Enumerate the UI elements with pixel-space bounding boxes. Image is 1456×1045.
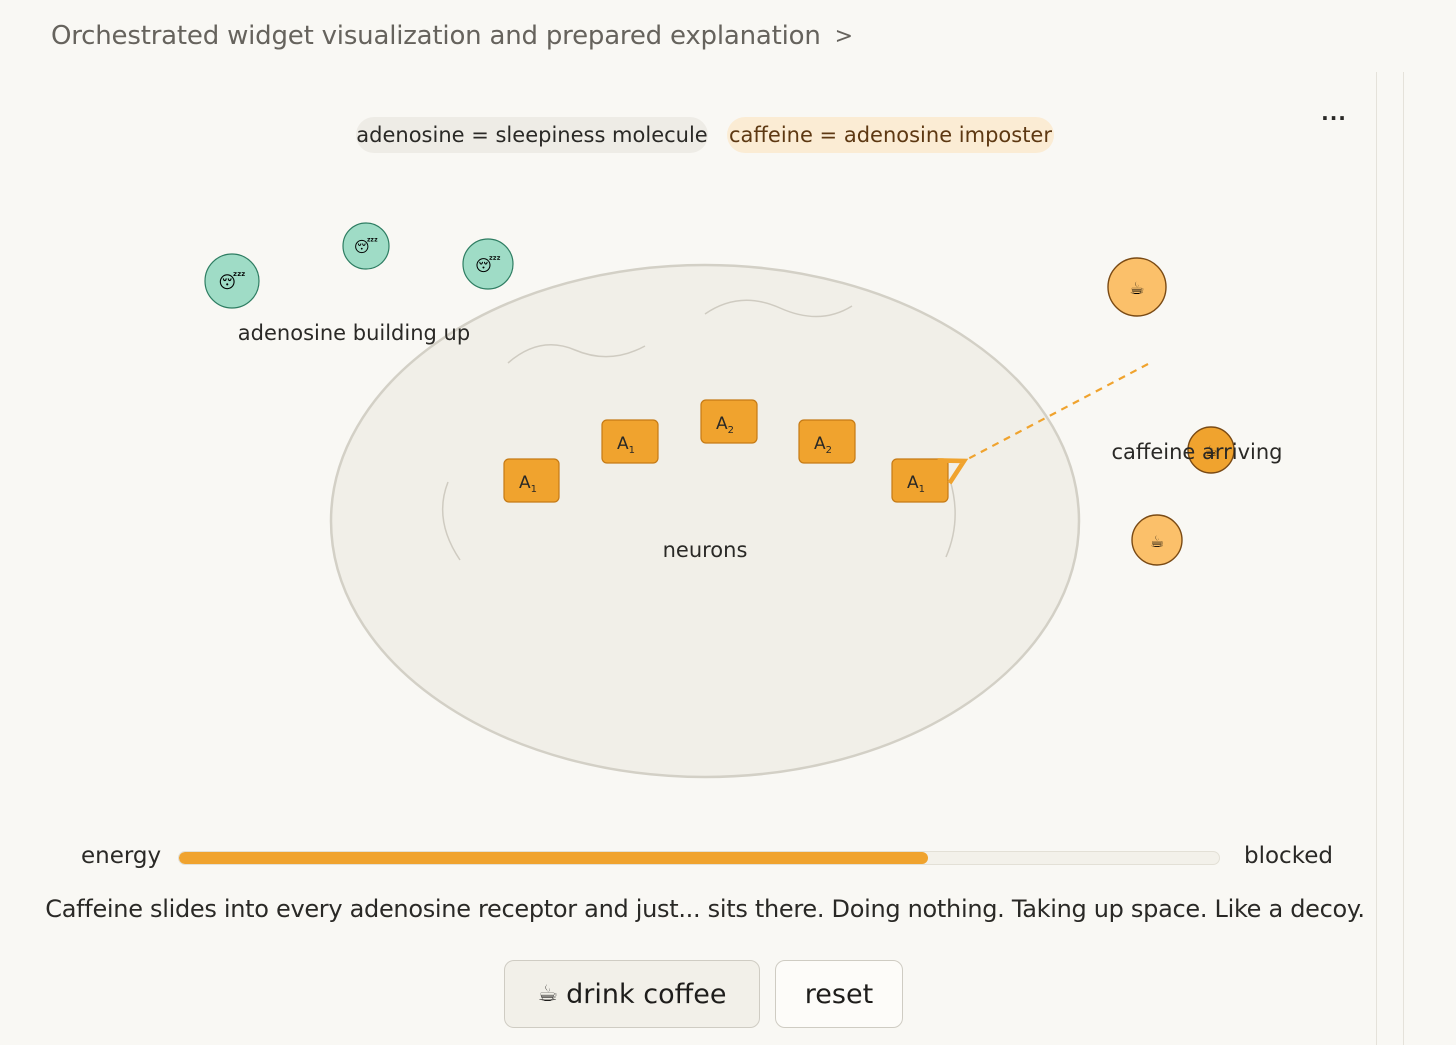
drink-coffee-label: drink coffee bbox=[566, 978, 727, 1010]
svg-text:A2: A2 bbox=[814, 434, 832, 456]
cell-texture bbox=[945, 479, 956, 558]
svg-text:A1: A1 bbox=[907, 473, 925, 495]
receptor: A1 bbox=[601, 419, 659, 464]
coffee-cup-icon: ☕ bbox=[1150, 532, 1164, 551]
neuron-label: neurons bbox=[663, 538, 748, 562]
receptor: A2 bbox=[798, 419, 856, 464]
binding-arrow bbox=[937, 363, 1149, 485]
scrollbar-track[interactable] bbox=[1403, 72, 1404, 1045]
panel-divider bbox=[1376, 72, 1377, 1045]
drink-coffee-button[interactable]: ☕ drink coffee bbox=[504, 960, 760, 1028]
cell-texture bbox=[441, 481, 461, 561]
adenosine-molecule: 😴 bbox=[204, 253, 260, 309]
explanation-caption: Caffeine slides into every adenosine rec… bbox=[45, 895, 1365, 923]
coffee-cup-icon: ☕ bbox=[1129, 279, 1144, 299]
more-options-icon[interactable]: ... bbox=[1321, 101, 1347, 125]
svg-text:A1: A1 bbox=[519, 473, 537, 495]
svg-text:A1: A1 bbox=[617, 434, 635, 456]
sleepy-face-icon: 😴 bbox=[475, 256, 501, 275]
energy-meter-fill bbox=[179, 852, 928, 864]
page-title: Orchestrated widget visualization and pr… bbox=[51, 21, 821, 51]
receptor: A1 bbox=[503, 458, 560, 503]
sleepy-face-icon: 😴 bbox=[354, 238, 378, 256]
energy-label: energy bbox=[81, 843, 162, 869]
receptor: A1 bbox=[891, 458, 949, 503]
adenosine-molecule: 😴 bbox=[462, 238, 514, 290]
coffee-cup-icon: ☕ bbox=[537, 981, 559, 1007]
caffeine-molecule: ☕ bbox=[1107, 257, 1167, 317]
chevron-right-icon: > bbox=[834, 23, 853, 49]
blocked-label: blocked bbox=[1244, 843, 1333, 869]
svg-text:A2: A2 bbox=[716, 414, 734, 436]
legend-caffeine: caffeine = adenosine imposter bbox=[727, 117, 1054, 153]
receptor: A2 bbox=[700, 399, 758, 444]
caffeine-molecule: ☕ bbox=[1187, 426, 1235, 474]
caffeine-molecule: ☕ bbox=[1131, 514, 1183, 566]
sleepy-face-icon: 😴 bbox=[218, 272, 245, 293]
adenosine-label: adenosine building up bbox=[238, 321, 470, 345]
adenosine-molecule: 😴 bbox=[342, 222, 390, 270]
legend-adenosine: adenosine = sleepiness molecule bbox=[356, 117, 708, 153]
reset-button[interactable]: reset bbox=[775, 960, 903, 1028]
cell-texture bbox=[507, 344, 646, 364]
cell-texture bbox=[704, 299, 853, 318]
neuron-cell bbox=[329, 263, 1081, 779]
energy-meter bbox=[178, 851, 1220, 865]
breadcrumb-title[interactable]: Orchestrated widget visualization and pr… bbox=[51, 14, 853, 58]
coffee-cup-icon: ☕ bbox=[1204, 442, 1217, 460]
caffeine-label: caffeine arriving bbox=[1111, 440, 1282, 464]
synapse-scene: neurons A1 A1 A2 A2 A1 😴 😴 😴 adenosine b… bbox=[204, 222, 1283, 779]
